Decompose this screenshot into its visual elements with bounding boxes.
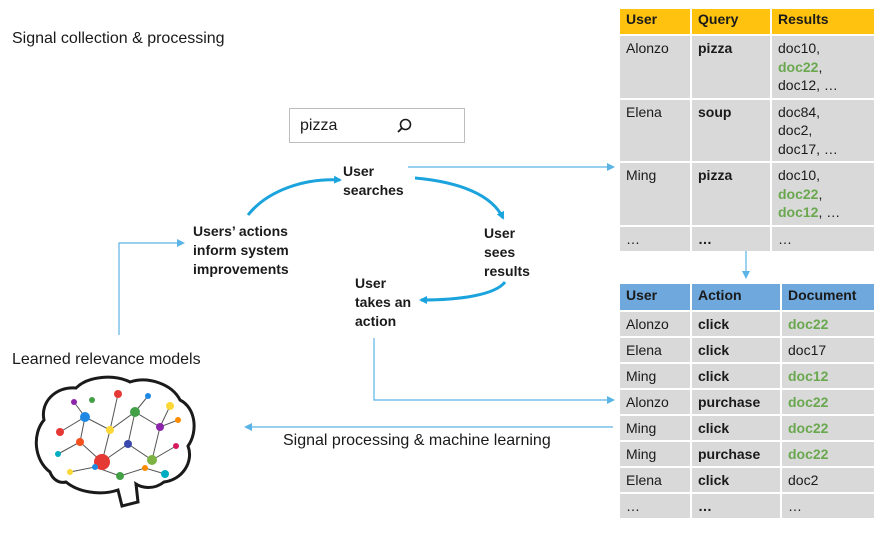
cell-user: … bbox=[620, 226, 690, 251]
cell-action: click bbox=[692, 416, 780, 440]
cell-document: doc17 bbox=[782, 338, 874, 362]
result-clicked-doc: doc22 bbox=[778, 58, 819, 75]
cell-document: … bbox=[782, 494, 874, 518]
result-doc: , … bbox=[818, 204, 841, 220]
brain-illustration bbox=[34, 375, 196, 508]
cell-document: doc12 bbox=[782, 364, 874, 388]
search-box[interactable]: pizza bbox=[289, 108, 465, 143]
cell-action: … bbox=[692, 494, 780, 518]
result-doc: , bbox=[818, 185, 823, 202]
cell-query: soup bbox=[692, 99, 770, 161]
action-table-row: ……… bbox=[620, 494, 874, 518]
cell-results: … bbox=[772, 226, 874, 251]
cell-action: click bbox=[692, 338, 780, 362]
search-icon bbox=[397, 118, 412, 133]
cell-document: doc22 bbox=[782, 312, 874, 336]
cell-document: doc2 bbox=[782, 468, 874, 492]
cell-user: Alonzo bbox=[620, 390, 690, 414]
header-user: User bbox=[620, 9, 690, 34]
query-table-header: User Query Results bbox=[620, 9, 874, 34]
cell-user: Ming bbox=[620, 442, 690, 466]
search-query: pizza bbox=[300, 117, 338, 134]
result-doc: doc2, bbox=[778, 122, 813, 138]
cell-document: doc22 bbox=[782, 390, 874, 414]
signal-collection-label: Signal collection & processing bbox=[12, 30, 225, 47]
connector-models-to-improvements bbox=[118, 239, 185, 335]
cell-user: Ming bbox=[620, 416, 690, 440]
result-clicked-doc: doc12 bbox=[778, 204, 819, 220]
result-doc: … bbox=[778, 230, 792, 247]
cycle-arrow-to-sees bbox=[414, 176, 505, 220]
cell-action: click bbox=[692, 364, 780, 388]
cycle-arrow-to-searches bbox=[246, 175, 342, 216]
header-document: Document bbox=[782, 284, 874, 310]
cell-user: Ming bbox=[620, 163, 690, 225]
connector-action-to-action-table bbox=[373, 338, 615, 404]
header-action: Action bbox=[692, 284, 780, 310]
cell-query: pizza bbox=[692, 36, 770, 98]
query-table-row: ……… bbox=[620, 226, 874, 251]
cell-results: doc10, doc22, doc12, … bbox=[772, 36, 874, 98]
signal-processing-label: Signal processing & machine learning bbox=[283, 432, 551, 449]
cell-results: doc10, doc22, doc12, … bbox=[772, 163, 874, 225]
result-doc: doc17, … bbox=[778, 140, 838, 157]
cell-user: Alonzo bbox=[620, 36, 690, 98]
cell-user: Elena bbox=[620, 99, 690, 161]
action-table-header: User Action Document bbox=[620, 284, 874, 310]
cell-user: Elena bbox=[620, 338, 690, 362]
result-doc: doc10, bbox=[778, 40, 821, 56]
cell-user: … bbox=[620, 494, 690, 518]
cell-action: click bbox=[692, 468, 780, 492]
result-doc: doc12, … bbox=[778, 77, 838, 93]
result-doc: doc10, bbox=[778, 167, 821, 183]
cell-action: purchase bbox=[692, 390, 780, 414]
result-clicked-doc: doc22 bbox=[778, 185, 819, 202]
learned-models-label: Learned relevance models bbox=[12, 351, 201, 368]
cell-user: Alonzo bbox=[620, 312, 690, 336]
result-doc: doc84, bbox=[778, 103, 821, 120]
cell-user: Elena bbox=[620, 468, 690, 492]
header-results: Results bbox=[772, 9, 874, 34]
cell-document: doc22 bbox=[782, 442, 874, 466]
header-user: User bbox=[620, 284, 690, 310]
cell-action: click bbox=[692, 312, 780, 336]
cell-user: Ming bbox=[620, 364, 690, 388]
result-doc: , bbox=[818, 58, 823, 75]
cell-query: … bbox=[692, 226, 770, 251]
cycle-arrow-to-action bbox=[419, 280, 507, 304]
cell-action: purchase bbox=[692, 442, 780, 466]
cell-document: doc22 bbox=[782, 416, 874, 440]
cell-query: pizza bbox=[692, 163, 770, 225]
cell-results: doc84, doc2, doc17, … bbox=[772, 99, 874, 161]
header-query: Query bbox=[692, 9, 770, 34]
